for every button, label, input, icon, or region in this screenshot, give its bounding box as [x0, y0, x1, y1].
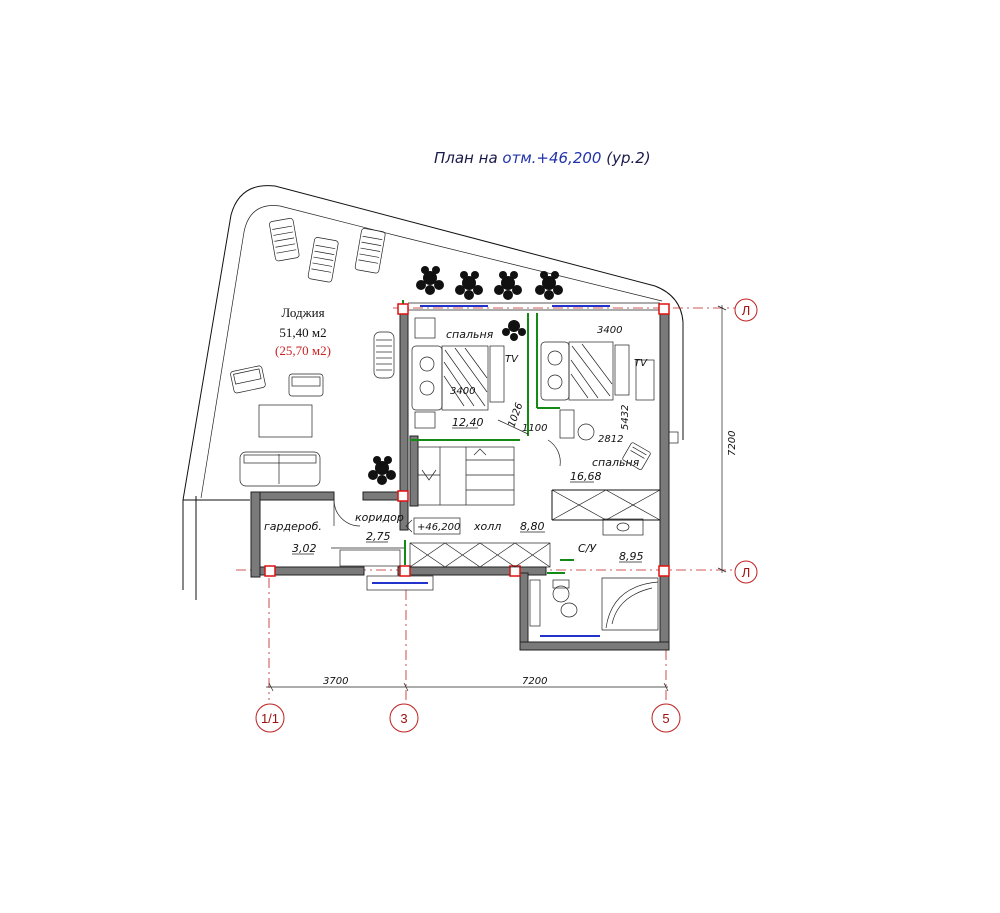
axis-bubble-row-bottom: Л [734, 560, 758, 584]
bedroom-1-name: спальня [446, 328, 494, 341]
plant-5 [502, 320, 526, 341]
loggia-name: Лоджия [281, 305, 324, 320]
corridor-area: 2,75 [366, 530, 391, 543]
bathroom-shelf [529, 579, 600, 637]
axis-label-col-3: 3 [400, 711, 407, 726]
hall-cabinet [409, 542, 551, 568]
coffee-table [258, 404, 313, 438]
plant-4 [535, 271, 563, 300]
wardrobe-rail [339, 549, 401, 567]
bed-bedroom-2 [540, 341, 655, 470]
bedroom-2-name: спальня [592, 456, 640, 469]
bidet [560, 602, 578, 618]
sunbed-2 [307, 237, 339, 283]
dim-5432: 5432 [620, 405, 631, 430]
dim-1100: 1100 [522, 423, 547, 434]
armchair-right [288, 373, 324, 397]
plan-title-suffix: (ур.2) [601, 149, 650, 167]
sofa [239, 451, 321, 487]
plant-3 [494, 271, 522, 300]
armchair-left [230, 365, 266, 394]
bedroom-2-wardrobe [551, 489, 661, 521]
wardrobe-area: 3,02 [292, 542, 317, 555]
loggia-area-reduced: (25,70 м2) [275, 343, 331, 358]
dim-2812: 2812 [598, 434, 623, 445]
level-marker: +46,200 [405, 517, 460, 535]
axis-label-col-1: 1/1 [261, 711, 279, 726]
loggia-area: 51,40 м2 [279, 325, 326, 340]
toilet [552, 579, 570, 603]
plan-title: План на отм.+46,200 (ур.2) [434, 149, 651, 167]
sink [602, 518, 644, 536]
bathroom-area: 8,95 [619, 550, 644, 563]
stairs [417, 446, 515, 506]
dim-bed2-width: 3400 [597, 325, 622, 336]
axis-bubble-col-1: 1/1 [255, 703, 285, 733]
hall-name: холл [473, 520, 501, 533]
plan-title-level-mark: отм.+46,200 [502, 149, 601, 167]
plant-6 [368, 456, 396, 485]
dimension-lines [266, 305, 727, 692]
corridor-name: коридор [355, 511, 404, 524]
dim-right-vertical: 7200 [727, 431, 738, 456]
wardrobe-name: гардероб. [264, 520, 322, 533]
bedroom-2-area: 16,68 [570, 470, 602, 483]
sunbed-1 [269, 217, 300, 262]
dim-bottom-left: 3700 [323, 676, 348, 687]
sunbed-3 [354, 228, 386, 274]
walls [250, 304, 670, 651]
bed-bedroom-1 [411, 317, 505, 429]
tv-label-bedroom-2: TV [634, 358, 648, 369]
dim-bottom-right: 7200 [522, 676, 547, 687]
bathtub [601, 577, 659, 631]
axis-bubble-row-top: Л [734, 298, 758, 322]
bathroom-name: С/У [578, 542, 597, 555]
plan-title-prefix: План на [434, 149, 502, 167]
axis-bubble-col-5: 5 [651, 703, 681, 733]
tv-label-bedroom-1: TV [505, 354, 519, 365]
axis-label-row-top: Л [742, 303, 751, 318]
dim-bed1-depth: 3400 [450, 386, 475, 397]
plant-2 [455, 271, 483, 300]
axis-label-row-bottom: Л [742, 565, 751, 580]
axis-label-col-5: 5 [662, 711, 669, 726]
level-marker-text: +46,200 [417, 522, 460, 533]
axis-bubble-col-3: 3 [389, 703, 419, 733]
plant-1 [416, 266, 444, 295]
lounger-vertical [373, 331, 395, 379]
doors [333, 439, 561, 527]
bottom-window [366, 575, 434, 591]
loggia-outline [182, 185, 684, 600]
columns [264, 303, 670, 577]
bedroom-1-area: 12,40 [452, 416, 484, 429]
top-windows [402, 300, 660, 311]
hall-area: 8,80 [520, 520, 545, 533]
